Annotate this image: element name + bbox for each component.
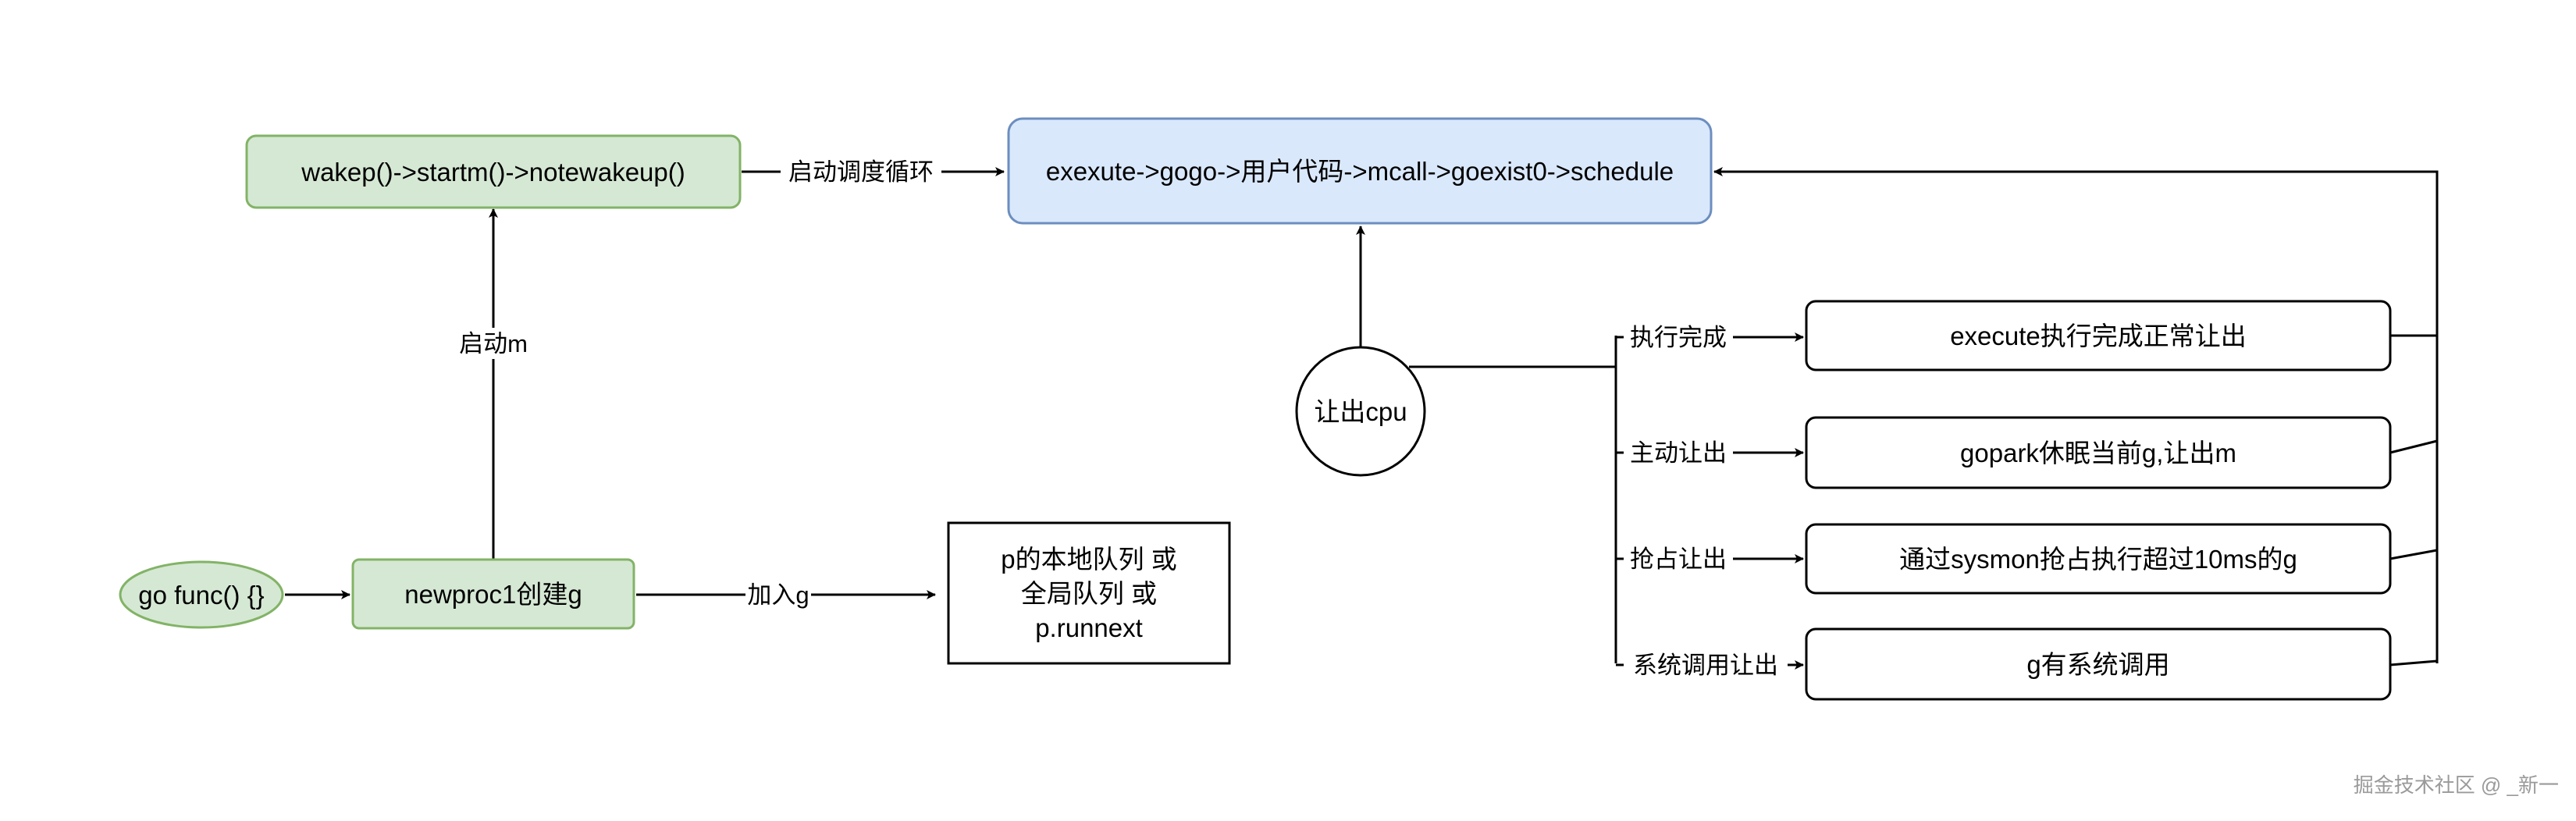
node-syscall: g有系统调用 <box>1805 627 2392 701</box>
node-queue: p的本地队列 或 全局队列 或 p.runnext <box>947 521 1231 665</box>
label-exec-complete: 执行完成 <box>1630 324 1727 351</box>
node-go-func: go func() {} <box>119 560 284 629</box>
node-wakep: wakep()->startm()->notewakeup() <box>245 134 742 209</box>
label-preempt-yield: 抢占让出 <box>1630 546 1727 573</box>
node-newproc-label: newproc1创建g <box>404 580 582 609</box>
node-preempt: 通过sysmon抢占执行超过10ms的g <box>1805 523 2392 595</box>
node-yield-cpu: 让出cpu <box>1295 346 1426 477</box>
nodes: wakep()->startm()->notewakeup() exexute-… <box>119 117 2392 701</box>
label-voluntary-yield: 主动让出 <box>1630 439 1727 467</box>
edge-preempt-return <box>2389 549 2438 560</box>
node-go-func-label: go func() {} <box>138 581 264 610</box>
label-start-loop: 启动调度循环 <box>788 158 934 186</box>
node-exec-done: execute执行完成正常让出 <box>1805 300 2392 371</box>
node-queue-line-3: p.runnext <box>1035 613 1143 642</box>
label-syscall-yield: 系统调用让出 <box>1633 652 1778 679</box>
node-exec-done-label: execute执行完成正常让出 <box>1950 322 2247 350</box>
edge-return-to-schedule <box>1713 167 2439 663</box>
node-gopark-label: gopark休眠当前g,让出m <box>1960 439 2236 467</box>
node-preempt-label: 通过sysmon抢占执行超过10ms的g <box>1899 545 2297 574</box>
node-gopark: gopark休眠当前g,让出m <box>1805 416 2392 489</box>
edge-labels: 启动调度循环 启动m 加入g 执行完成 主动让出 抢占让出 系统调用让出 <box>459 156 1788 681</box>
node-yield-cpu-label: 让出cpu <box>1314 397 1407 426</box>
node-wakep-label: wakep()->startm()->notewakeup() <box>301 158 685 187</box>
node-newproc: newproc1创建g <box>351 558 635 630</box>
node-schedule-loop-label: exexute->gogo->用户代码->mcall->goexist0->sc… <box>1046 157 1674 186</box>
edge-gopark-return <box>2389 439 2438 454</box>
node-queue-line-2: 全局队列 或 <box>1021 579 1157 608</box>
label-start-m: 启动m <box>459 330 528 357</box>
label-add-g: 加入g <box>747 581 809 609</box>
edge-syscall-return <box>2389 659 2438 666</box>
watermark: 掘金技术社区 @ _新一 <box>2354 773 2559 797</box>
node-queue-line-1: p的本地队列 或 <box>1001 545 1177 574</box>
node-schedule-loop: exexute->gogo->用户代码->mcall->goexist0->sc… <box>1007 117 1713 225</box>
node-syscall-label: g有系统调用 <box>2026 650 2169 679</box>
